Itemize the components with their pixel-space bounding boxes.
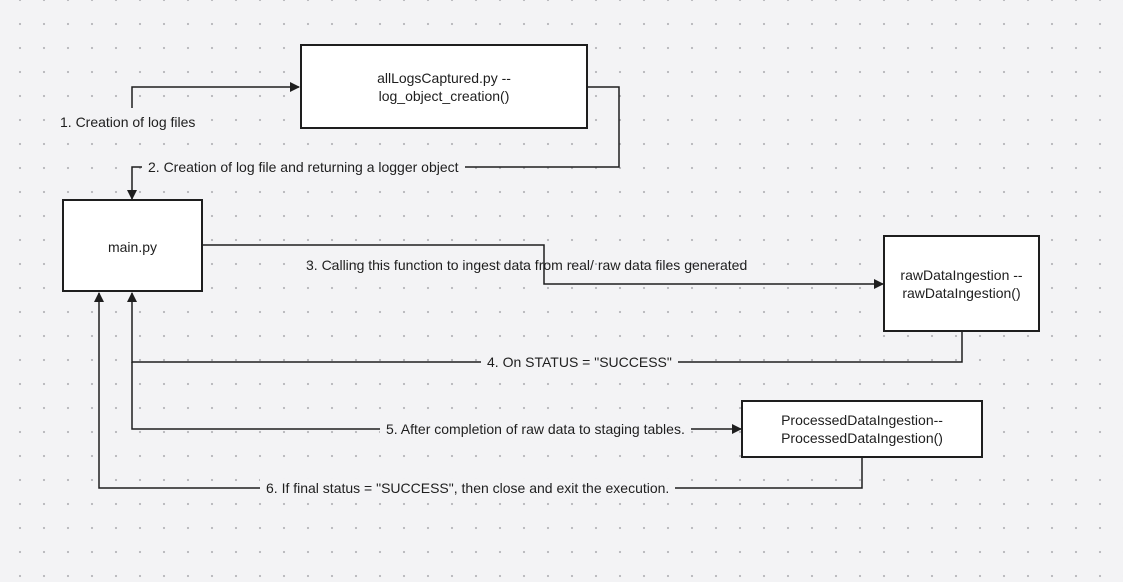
edge-label-step6: 6. If final status = "SUCCESS", then clo… — [260, 479, 676, 497]
connector-step5 — [131, 362, 742, 434]
edge-label-step1: 1. Creation of log files — [54, 113, 202, 131]
connector-step4 — [127, 292, 963, 363]
edge-label-step3: 3. Calling this function to ingest data … — [306, 257, 748, 273]
all-logs-captured-label: allLogsCaptured.py -- log_object_creatio… — [377, 69, 511, 104]
connector-step6 — [94, 292, 863, 489]
main-py-node[interactable]: main.py — [62, 199, 203, 292]
connector-step3 — [203, 244, 884, 289]
edge-label-step5: 5. After completion of raw data to stagi… — [380, 420, 691, 438]
connector-step2 — [127, 86, 620, 200]
processed-data-ingestion-label: ProcessedDataIngestion-- ProcessedDataIn… — [781, 412, 943, 446]
main-py-label: main.py — [107, 239, 158, 255]
raw-data-ingestion-node[interactable]: rawDataIngestion -- rawDataIngestion() — [883, 235, 1040, 332]
edge-label-step4: 4. On STATUS = "SUCCESS" — [481, 353, 678, 371]
all-logs-captured-node[interactable]: allLogsCaptured.py -- log_object_creatio… — [300, 44, 588, 129]
connector-step1 — [131, 82, 300, 108]
raw-data-ingestion-label: rawDataIngestion -- rawDataIngestion() — [900, 266, 1023, 301]
processed-data-ingestion-node[interactable]: ProcessedDataIngestion-- ProcessedDataIn… — [741, 400, 983, 458]
edge-label-step2: 2. Creation of log file and returning a … — [142, 158, 465, 176]
